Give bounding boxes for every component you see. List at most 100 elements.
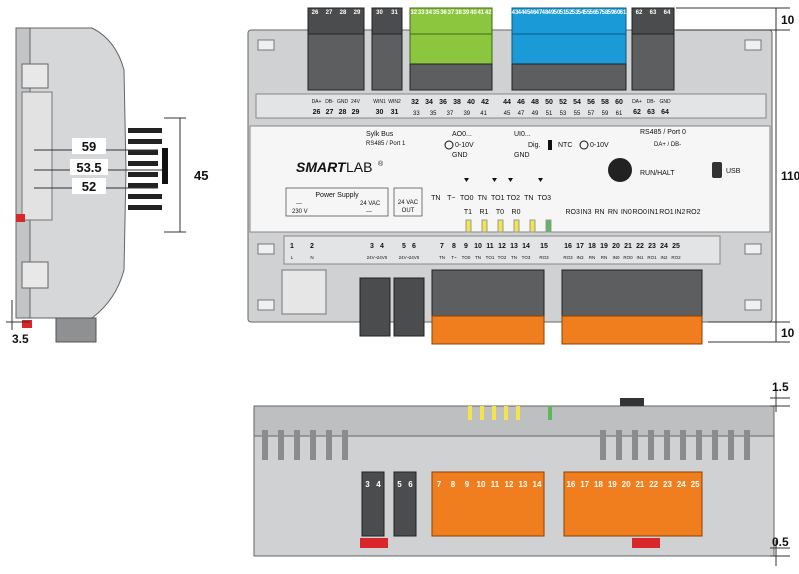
logo-smart: SMART [296, 159, 347, 175]
dim-3-5: 3.5 [12, 332, 29, 346]
terminal-number: 58 [601, 99, 609, 106]
ps-dash2: --- [366, 209, 372, 215]
terminal-number: 24 [660, 243, 668, 250]
red-clip-icon [22, 320, 32, 328]
terminal-number: 18 [594, 480, 603, 489]
terminal-number: 44 [503, 99, 511, 106]
terminal-number: 3 [365, 480, 370, 489]
terminal-number: 29 [352, 109, 360, 116]
run-halt-switch[interactable] [608, 158, 632, 182]
ui-label: UI0... [514, 131, 531, 138]
power-supply-label: Power Supply [315, 192, 359, 199]
t-label: R0 [512, 209, 521, 216]
terminal-number: 16 [566, 480, 575, 489]
terminal-number: 54 [573, 99, 581, 106]
terminal-number: 42 [485, 10, 492, 16]
t-label: T1 [464, 209, 472, 216]
signal-label: DA+ [312, 99, 322, 105]
terminal-number: 23 [663, 480, 672, 489]
terminal-number: 61 [616, 111, 623, 117]
bottom-view [253, 398, 775, 557]
terminal-number: 4 [376, 480, 381, 489]
dim-45: 45 [194, 168, 208, 183]
terminal-number: 41 [480, 111, 487, 117]
run-halt-label: RUN/HALT [640, 170, 675, 177]
dim-10-bottom: 10 [781, 326, 795, 340]
tn-label: TO3 [538, 195, 552, 202]
terminal-number: 55 [584, 10, 591, 16]
terminal-number: 31 [391, 109, 399, 116]
logo-lab: LAB [346, 159, 372, 175]
ro-label: RO2 [686, 209, 701, 216]
terminal-number: 14 [522, 243, 530, 250]
terminal-number: 45 [504, 111, 511, 117]
terminal-number: 61 [620, 10, 627, 16]
terminal-number: 29 [354, 10, 361, 16]
voltage-icon [579, 140, 589, 150]
ro-label: IN0 [621, 209, 632, 216]
bottom-view-dimensions [770, 388, 790, 566]
terminal-sublabel: TN [511, 255, 517, 260]
terminal-number: 30 [376, 109, 384, 116]
dim-0-5: 0.5 [772, 535, 789, 549]
terminal-number: 8 [452, 243, 456, 250]
terminal-number: 59 [608, 10, 615, 16]
terminal-number: 8 [451, 480, 456, 489]
terminal-number: 26 [313, 109, 321, 116]
terminal-number: 45 [524, 10, 531, 16]
terminal-number: 36 [439, 99, 447, 106]
terminal-sublabel: IN0 [612, 255, 620, 260]
terminal-number: 57 [596, 10, 603, 16]
bottom-label-strip [283, 235, 721, 265]
signal-label: GND [659, 99, 671, 105]
usb-port[interactable] [712, 162, 722, 178]
tn-label: TN [431, 195, 440, 202]
ro-label: IN1 [648, 209, 659, 216]
terminal-number: 37 [447, 111, 454, 117]
dim-bg [72, 178, 106, 194]
terminal-sublabel: TO3 [522, 255, 531, 260]
terminal-number: 16 [564, 243, 572, 250]
out-label: OUT [402, 208, 415, 214]
ro-label: RO0 [632, 209, 647, 216]
terminal-number: 14 [533, 480, 542, 489]
terminal-sublabel: TO0 [462, 255, 471, 260]
terminal-number: 53 [572, 10, 579, 16]
resistor-icon [548, 140, 552, 150]
dim-1-5: 1.5 [772, 380, 789, 394]
ui-gnd: GND [514, 152, 530, 159]
terminal-number: 48 [542, 10, 549, 16]
terminal-sublabel: 24V0 [409, 255, 420, 260]
voltage-icon [444, 140, 454, 150]
terminal-sublabel: 24V0 [377, 255, 388, 260]
terminal-sublabel: RO3 [563, 255, 573, 260]
terminal-number: 56 [590, 10, 597, 16]
ps-230v: 230 V [292, 209, 308, 215]
out-box [393, 187, 423, 217]
ro-label: RO1 [659, 209, 674, 216]
tn-label: TO0 [460, 195, 474, 202]
terminal-sublabel: RO1 [647, 255, 657, 260]
terminal-number: 60 [614, 10, 621, 16]
out-24vac: 24 VAC [398, 200, 419, 206]
terminal-number: 12 [505, 480, 514, 489]
terminal-number: 46 [517, 99, 525, 106]
terminal-number: 33 [418, 10, 425, 16]
top-terminal-blocks [307, 7, 675, 91]
dim-59: 59 [82, 139, 96, 154]
terminal-number: 10 [474, 243, 482, 250]
terminal-number: 4 [380, 243, 384, 250]
terminal-number: 19 [600, 243, 608, 250]
logo-reg: ® [378, 160, 384, 168]
signal-label: 24V [351, 99, 361, 105]
terminal-sublabel: IN1 [636, 255, 644, 260]
terminal-number: 56 [587, 99, 595, 106]
terminal-number: 21 [624, 243, 632, 250]
terminal-number: 5 [397, 480, 402, 489]
terminal-number: 57 [588, 111, 595, 117]
ui-ntc: NTC [558, 142, 572, 149]
terminal-number: 2 [310, 243, 314, 250]
terminal-number: 33 [413, 111, 420, 117]
